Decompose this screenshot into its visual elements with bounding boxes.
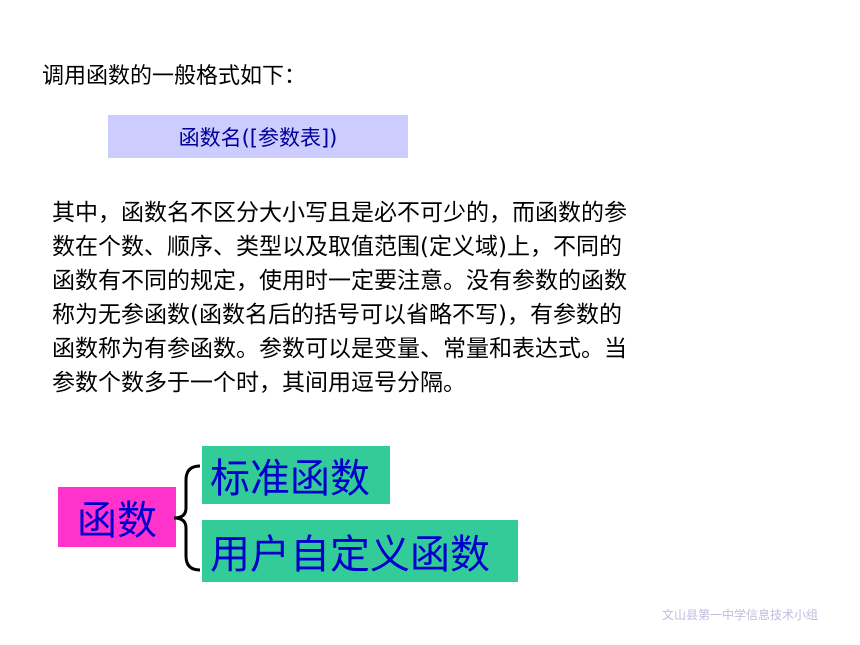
user-defined-function-label: 用户自定义函数 <box>210 532 490 578</box>
paragraph-line: 函数称为有参函数。参数可以是变量、常量和表达式。当 <box>52 336 627 362</box>
paragraph-line: 称为无参函数(函数名后的括号可以省略不写)，有参数的 <box>52 302 622 328</box>
slide-heading: 调用函数的一般格式如下： <box>42 64 307 89</box>
paragraph-line: 参数个数多于一个时，其间用逗号分隔。 <box>52 370 466 396</box>
standard-function-box: 标准函数 <box>202 446 390 504</box>
syntax-box: 函数名([参数表]) <box>108 115 408 158</box>
paragraph-line: 函数有不同的规定，使用时一定要注意。没有参数的函数 <box>52 268 627 294</box>
paragraph-line: 数在个数、顺序、类型以及取值范围(定义域)上，不同的 <box>52 234 622 260</box>
paragraph-line: 其中，函数名不区分大小写且是必不可少的，而函数的参 <box>52 200 627 226</box>
description-paragraph: 其中，函数名不区分大小写且是必不可少的，而函数的参 数在个数、顺序、类型以及取值… <box>52 196 792 400</box>
syntax-text: 函数名([参数表]) <box>178 125 338 150</box>
curly-brace-icon <box>173 464 201 572</box>
function-root-label: 函数 <box>77 498 157 544</box>
function-root-box: 函数 <box>58 487 176 547</box>
user-defined-function-box: 用户自定义函数 <box>202 520 518 582</box>
footer-credit: 文山县第一中学信息技术小组 <box>661 608 818 622</box>
standard-function-label: 标准函数 <box>210 456 370 502</box>
